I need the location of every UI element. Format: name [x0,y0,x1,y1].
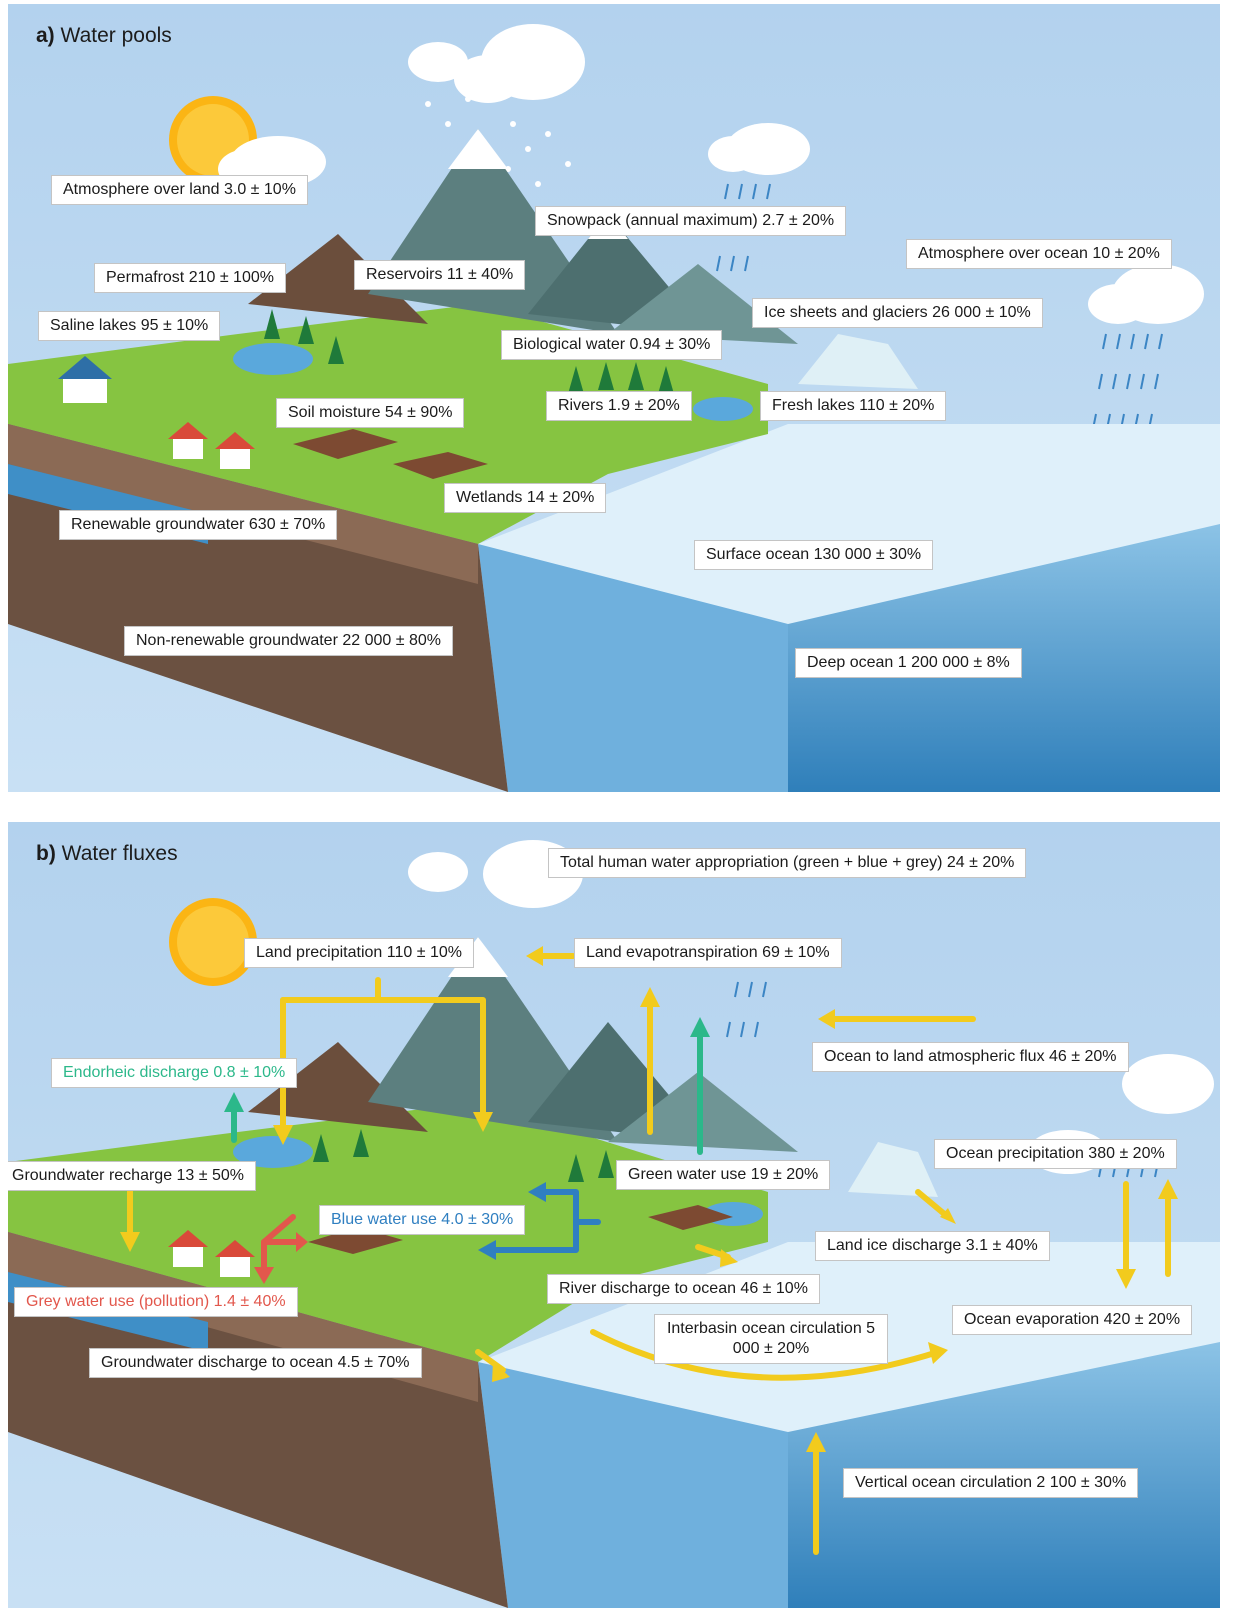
label-endorheic-discharge: Endorheic discharge 0.8 ± 10% [51,1058,298,1088]
label-green-water-use: Green water use 19 ± 20% [616,1160,831,1190]
label-ocean-evaporation: Ocean evaporation 420 ± 20% [952,1305,1193,1335]
label-permafrost: Permafrost 210 ± 100% [94,263,286,293]
flux-arrows-green [231,1029,703,1155]
house-icon [58,356,255,469]
label-surface-ocean: Surface ocean 130 000 ± 30% [694,540,934,570]
label-non-renewable-groundwater: Non-renewable groundwater 22 000 ± 80% [124,626,453,656]
label-land-ice-discharge: Land ice discharge 3.1 ± 40% [815,1231,1050,1261]
panel-water-fluxes: b) Water fluxes Total human water approp… [8,822,1220,1608]
flux-arrowheads-yellow [120,946,1178,1452]
label-groundwater-discharge: Groundwater discharge to ocean 4.5 ± 70% [89,1348,422,1378]
panel-water-pools: a) Water pools Atmosphere over land 3.0 … [8,4,1220,792]
label-river-discharge: River discharge to ocean 46 ± 10% [547,1274,820,1304]
label-interbasin-ocean-circulation: Interbasin ocean circulation 5 000 ± 20% [654,1314,888,1364]
label-saline-lakes: Saline lakes 95 ± 10% [38,311,221,341]
flux-arrows-blue [485,1189,601,1253]
label-biological-water: Biological water 0.94 ± 30% [501,330,723,360]
label-vertical-ocean-circulation: Vertical ocean circulation 2 100 ± 30% [843,1468,1139,1498]
house-icon [168,1230,255,1277]
tree-icon [264,309,674,394]
tree-icon [313,1129,614,1182]
label-groundwater-recharge: Groundwater recharge 13 ± 50% [8,1161,257,1191]
label-wetlands: Wetlands 14 ± 20% [444,483,607,513]
label-fresh-lakes: Fresh lakes 110 ± 20% [760,391,947,421]
label-land-precipitation: Land precipitation 110 ± 10% [244,938,474,968]
label-snowpack: Snowpack (annual maximum) 2.7 ± 20% [535,206,847,236]
label-blue-water-use: Blue water use 4.0 ± 30% [319,1205,526,1235]
cloud-icon [218,24,1204,324]
panel-a-title: a) Water pools [36,24,172,47]
label-rivers: Rivers 1.9 ± 20% [546,391,692,421]
label-deep-ocean: Deep ocean 1 200 000 ± 8% [795,648,1022,678]
label-grey-water-use: Grey water use (pollution) 1.4 ± 40% [14,1287,298,1317]
label-land-evapotranspiration: Land evapotranspiration 69 ± 10% [574,938,842,968]
panel-b-title: b) Water fluxes [36,842,178,865]
label-ice-sheets-glaciers: Ice sheets and glaciers 26 000 ± 10% [752,298,1043,328]
label-atmosphere-over-ocean: Atmosphere over ocean 10 ± 20% [906,239,1172,269]
label-total-human-water: Total human water appropriation (green +… [548,848,1027,878]
sun-icon [169,898,257,986]
label-ocean-precipitation: Ocean precipitation 380 ± 20% [934,1139,1177,1169]
label-soil-moisture: Soil moisture 54 ± 90% [276,398,465,428]
flux-arrows-red [261,1214,301,1275]
label-ocean-to-land-flux: Ocean to land atmospheric flux 46 ± 20% [812,1042,1129,1072]
label-renewable-groundwater: Renewable groundwater 630 ± 70% [59,510,338,540]
label-atmosphere-over-land: Atmosphere over land 3.0 ± 10% [51,175,308,205]
label-reservoirs: Reservoirs 11 ± 40% [354,260,526,290]
